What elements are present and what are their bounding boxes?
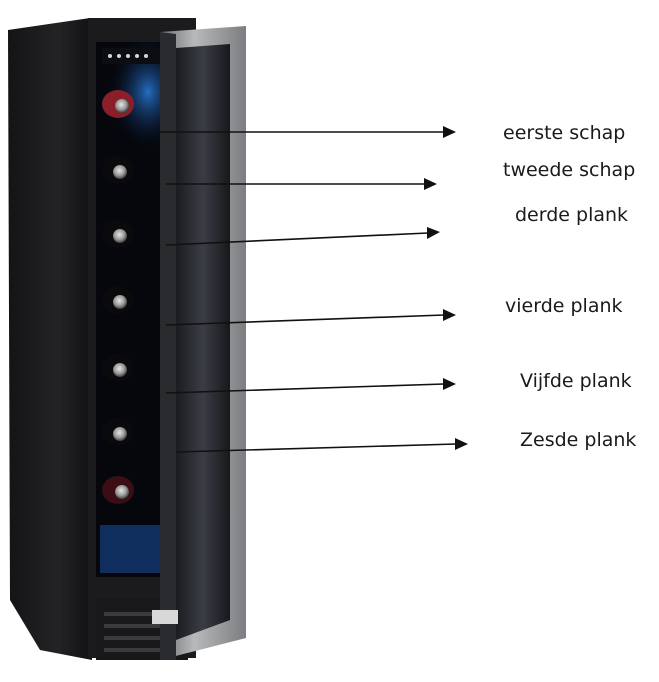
bottle-2 <box>102 156 134 184</box>
label-shelf-6: Zesde plank <box>520 428 636 452</box>
label-shelf-2: tweede schap <box>503 158 635 182</box>
bottle-4 <box>102 286 134 314</box>
door-glass <box>176 44 230 640</box>
control-panel-icon <box>102 48 160 64</box>
bottle-6 <box>102 418 134 446</box>
bottle-7 <box>102 476 134 504</box>
label-shelf-1: eerste schap <box>503 121 625 145</box>
bottle-5 <box>102 354 134 382</box>
label-shelf-3: derde plank <box>515 203 628 227</box>
door-edge-dark <box>160 32 176 660</box>
bottle-1 <box>102 90 134 118</box>
cabinet-side <box>8 18 92 660</box>
label-shelf-5: Vijfde plank <box>520 369 632 393</box>
door-hinge <box>152 610 178 624</box>
blue-light-bottom <box>100 525 166 573</box>
label-shelf-4: vierde plank <box>505 294 623 318</box>
bottle-3 <box>102 220 134 248</box>
